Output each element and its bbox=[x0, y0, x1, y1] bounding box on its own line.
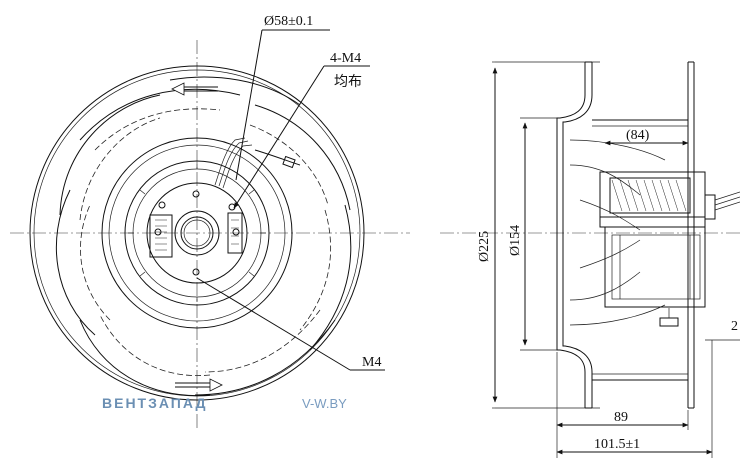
watermark: ВЕНТЗАПАД V-W.BY bbox=[102, 395, 347, 411]
thread-label: M4 bbox=[362, 355, 381, 370]
holes-note-label: 均布 bbox=[334, 74, 362, 90]
rotation-arrow-bottom bbox=[175, 378, 223, 392]
rotation-arrow-top bbox=[171, 82, 218, 96]
holes-label: 4-M4 bbox=[330, 51, 361, 66]
shaft-diameter-label: Ø58±0.1 bbox=[264, 14, 313, 29]
watermark-brand: ВЕНТЗАПАД bbox=[102, 395, 207, 411]
side-view: Ø225 Ø154 bbox=[440, 61, 740, 458]
impeller-blades bbox=[55, 76, 352, 397]
right-partial-dim: 2 bbox=[731, 319, 738, 334]
inner-diameter-dim: Ø154 bbox=[508, 225, 523, 256]
depth-dim: 89 bbox=[614, 410, 628, 425]
total-depth-dim: 101.5±1 bbox=[594, 437, 640, 452]
motor-length-dim: (84) bbox=[626, 128, 650, 143]
watermark-site: V-W.BY bbox=[302, 396, 347, 411]
outer-diameter-dim: Ø225 bbox=[477, 231, 492, 262]
front-view: Ø58±0.1 4-M4 均布 M4 bbox=[10, 14, 410, 430]
